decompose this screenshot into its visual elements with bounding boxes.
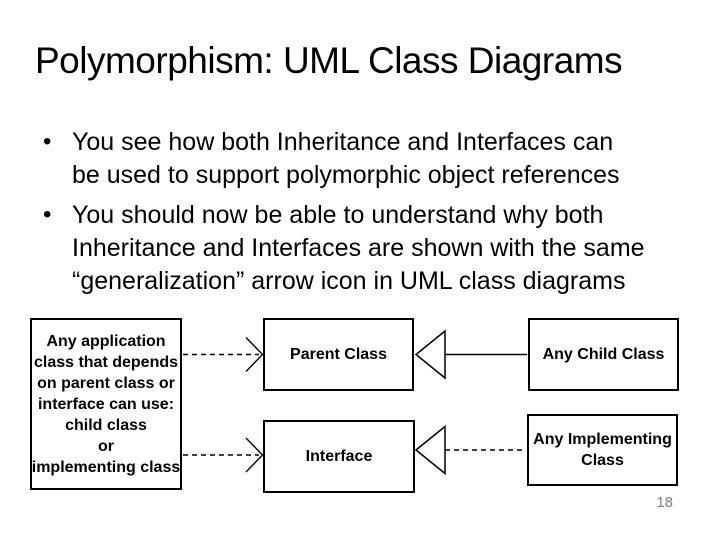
depender-text-line: class that depends (33, 353, 179, 371)
bullet-item: • You should now be able to understand w… (36, 199, 712, 298)
bullet-text-line: be used to support polymorphic object re… (72, 161, 620, 189)
depender-text-line: on parent class or (37, 374, 175, 392)
bullet-marker-icon: • (43, 201, 52, 228)
uml-box-label: Any Child Class (542, 345, 665, 363)
bullet-text-line: You should now be able to understand why… (72, 201, 604, 229)
uml-box-label: Parent Class (290, 345, 387, 363)
dependency-arrow-to-interface-icon (183, 437, 264, 473)
bullet-list: • You see how both Inheritance and Inter… (36, 126, 712, 305)
bullet-item: • You see how both Inheritance and Inter… (36, 126, 712, 192)
uml-box-depender: Any application class that depends on pa… (30, 318, 182, 490)
depender-text-line: or (98, 437, 114, 455)
bullet-text-line: Inheritance and Interfaces are shown wit… (72, 234, 645, 262)
slide-title: Polymorphism: UML Class Diagrams (35, 40, 623, 81)
generalization-arrow-icon (414, 329, 527, 380)
depender-text-line: implementing class (31, 458, 181, 476)
uml-box-parent-class: Parent Class (263, 318, 414, 391)
depender-text-line: interface can use: (37, 395, 175, 413)
page-number: 18 (656, 494, 673, 511)
uml-box-label-line: Class (581, 452, 624, 469)
realization-arrow-icon (414, 424, 526, 476)
depender-text-line: Any application (46, 332, 166, 350)
uml-box-any-implementing-class: Any Implementing Class (527, 414, 678, 486)
uml-box-label-line: Any Implementing (533, 431, 672, 448)
uml-box-any-child-class: Any Child Class (528, 318, 679, 391)
uml-box-interface: Interface (263, 420, 415, 493)
bullet-marker-icon: • (43, 128, 52, 155)
bullet-text-line: You see how both Inheritance and Interfa… (72, 128, 614, 156)
uml-box-label: Interface (305, 447, 373, 465)
dependency-arrow-to-parent-icon (183, 337, 264, 372)
depender-text-line: child class (65, 416, 147, 434)
bullet-text-line: “generalization” arrow icon in UML class… (72, 267, 626, 295)
